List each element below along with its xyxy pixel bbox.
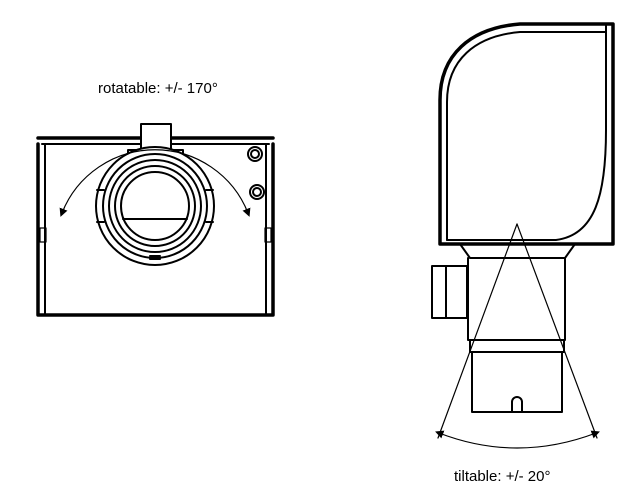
tilt-cone <box>437 223 598 439</box>
side-neck <box>431 243 576 341</box>
side-housing <box>438 22 615 246</box>
side-lens-body <box>469 339 565 413</box>
front-view <box>36 123 275 317</box>
front-lens <box>95 146 215 266</box>
rotation-label: rotatable: +/- 170° <box>98 80 218 97</box>
tilt-arrow <box>435 430 600 449</box>
rotation-arrow <box>59 149 251 217</box>
tilt-label: tiltable: +/- 20° <box>454 468 551 485</box>
side-view <box>431 22 615 449</box>
front-connectors <box>247 146 265 200</box>
